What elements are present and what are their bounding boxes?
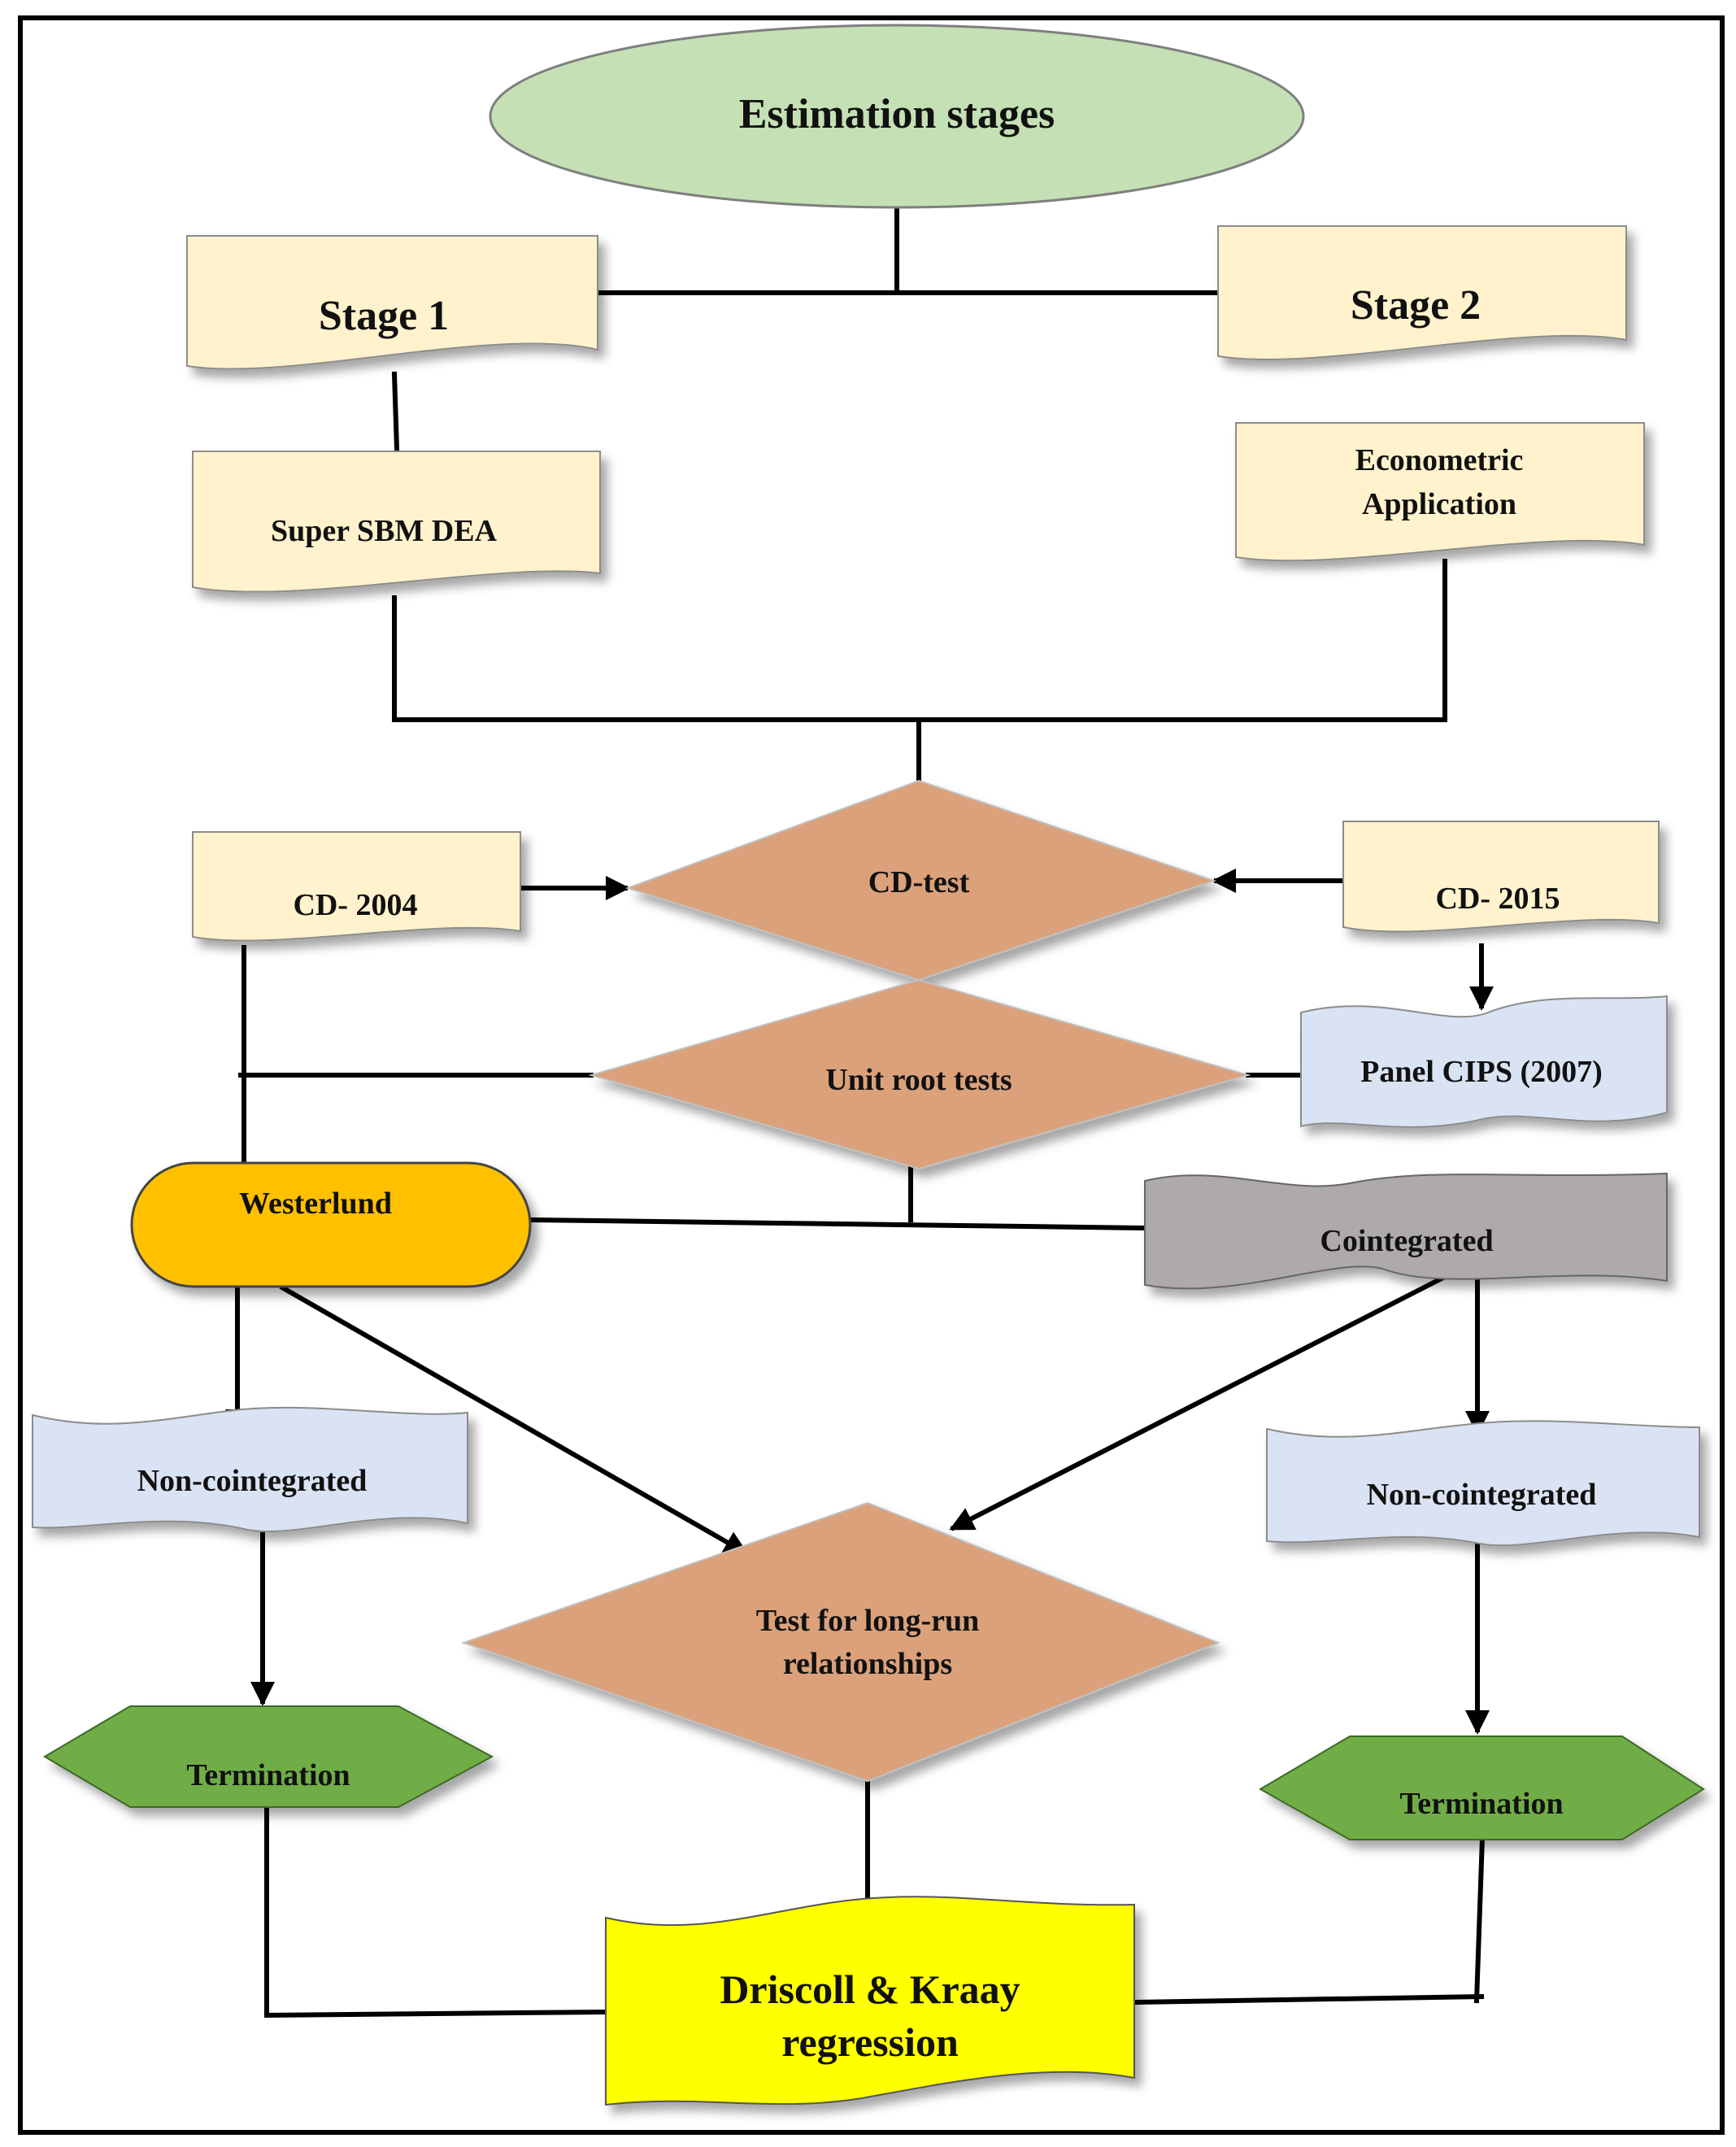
- panel-cips-label: Panel CIPS (2007): [1360, 1055, 1603, 1089]
- cd-2004-label: CD- 2004: [293, 888, 417, 922]
- estimation-stages-node: Estimation stages: [489, 24, 1305, 209]
- super-sbm-dea-label: Super SBM DEA: [271, 514, 498, 548]
- driscoll-kraay-label-line1: Driscoll & Kraay: [720, 1966, 1020, 2012]
- outer-frame: [18, 15, 1725, 2135]
- connectors: [225, 205, 1494, 2019]
- termination-right-node: [1258, 1735, 1705, 1840]
- westerlund-label: Westerlund: [239, 1187, 392, 1221]
- super-sbm-dea-node: [192, 451, 601, 593]
- cd-2004-node: [192, 831, 521, 942]
- stage-1-label: Stage 1: [319, 293, 449, 339]
- cd-2015-label: CD- 2015: [1435, 882, 1560, 916]
- long-run-label-line2: relationships: [783, 1647, 952, 1681]
- econometric-label-line1: Econometric: [1355, 443, 1524, 477]
- termination-left-label: Termination: [186, 1758, 350, 1792]
- long-run-label-line1: Test for long-run: [756, 1604, 979, 1638]
- termination-right-label: Termination: [1399, 1787, 1563, 1821]
- cointegrated-label: Cointegrated: [1320, 1224, 1493, 1258]
- driscoll-kraay-node: [605, 1896, 1135, 2106]
- non-cointegrated-right-label: Non-cointegrated: [1367, 1478, 1597, 1512]
- estimation-stages-label: Estimation stages: [739, 91, 1055, 137]
- cd-test-label: CD-test: [868, 865, 970, 899]
- unit-root-tests-label: Unit root tests: [825, 1063, 1012, 1097]
- unit-root-tests-node: [588, 978, 1251, 1170]
- non-cointegrated-right-node: [1266, 1420, 1700, 1547]
- cd-2015-node: [1342, 821, 1660, 933]
- cointegrated-node: [1144, 1172, 1668, 1290]
- stage-1-node: [186, 235, 598, 370]
- stage-2-label: Stage 2: [1351, 282, 1481, 329]
- non-cointegrated-left-node: [32, 1406, 468, 1533]
- econometric-application-node: [1235, 422, 1645, 562]
- stage-2-node: [1217, 225, 1627, 360]
- long-run-relationships-node: [460, 1501, 1220, 1783]
- westerlund-node: [130, 1161, 532, 1288]
- driscoll-kraay-label-line2: regression: [781, 2019, 959, 2065]
- termination-left-node: [43, 1705, 494, 1808]
- non-cointegrated-left-label: Non-cointegrated: [137, 1464, 368, 1498]
- panel-cips-node: [1300, 995, 1668, 1128]
- econometric-label-line2: Application: [1362, 487, 1516, 521]
